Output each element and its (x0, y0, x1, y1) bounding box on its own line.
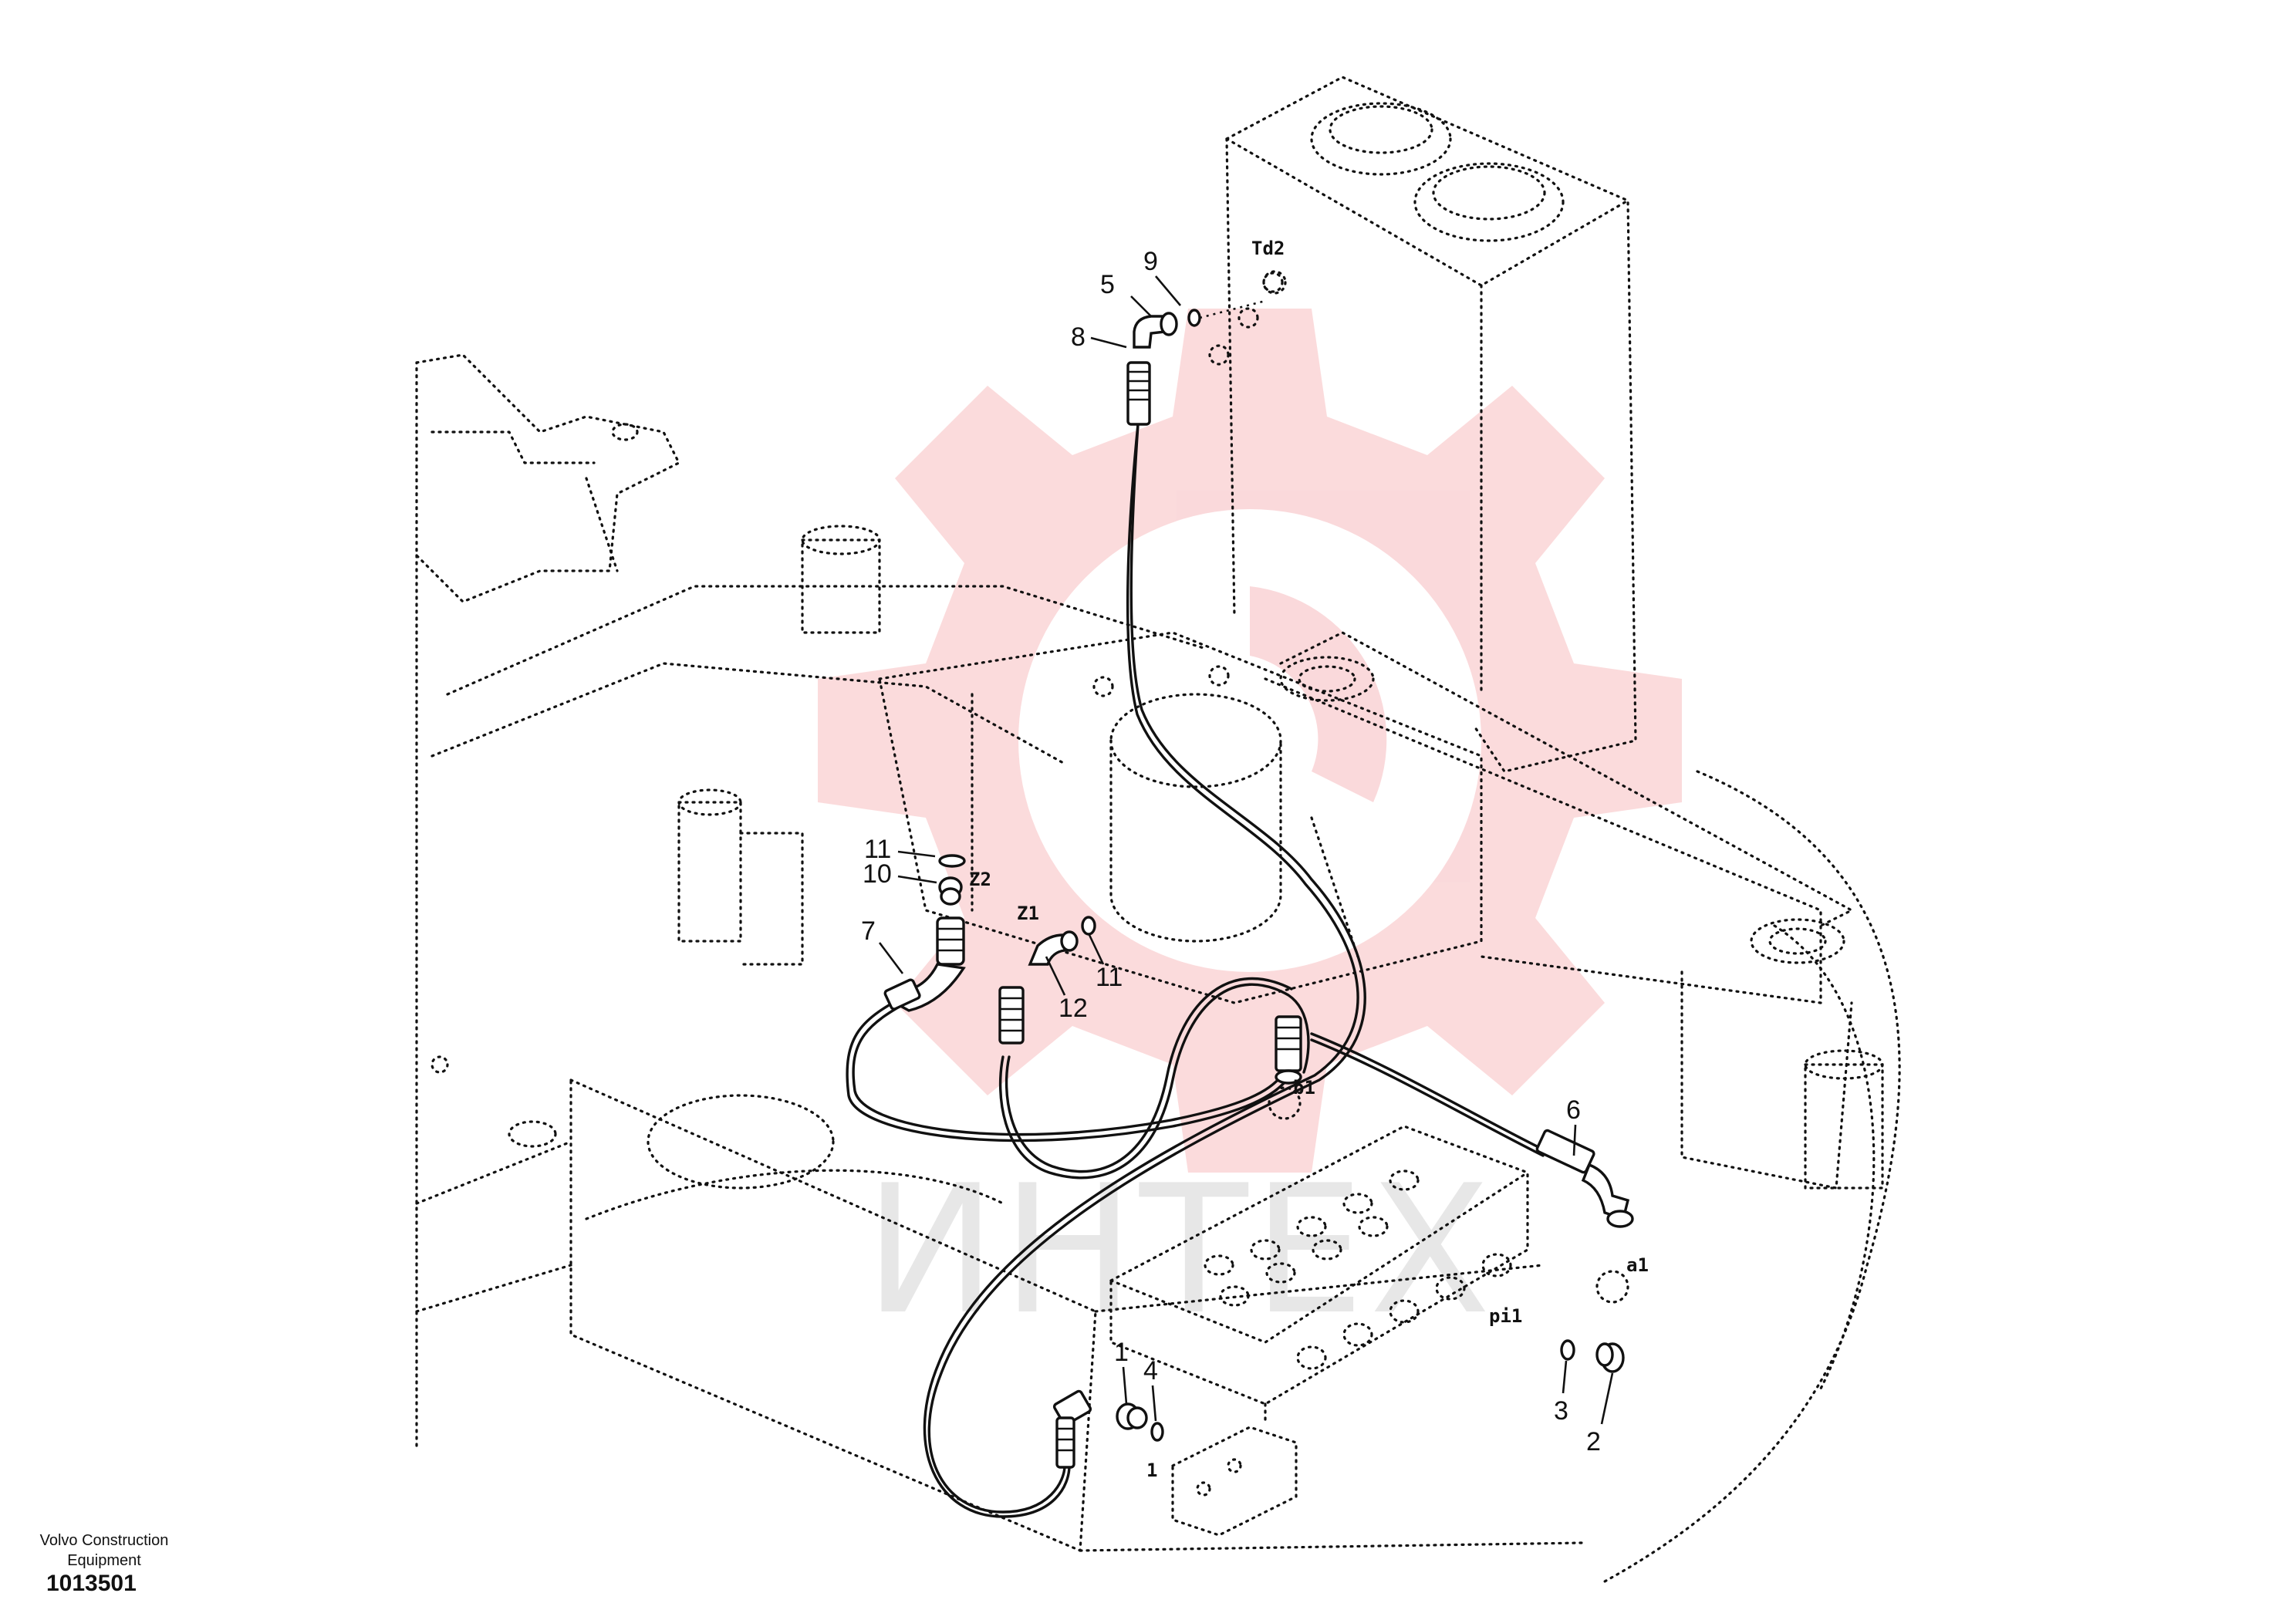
callouts: 5 9 8 11 10 7 11 12 6 1 4 3 2 (861, 247, 1614, 1456)
callout-2: 2 (1586, 1427, 1601, 1456)
callout-11-z1: 11 (1096, 963, 1123, 992)
port-label-td2: Td2 (1251, 238, 1285, 259)
hose-7 (846, 994, 1288, 1142)
watermark-gear-logo (818, 309, 1682, 1173)
port-labels: Td2 Z2 Z1 b1 a1 pi1 1 (969, 238, 1649, 1481)
callout-7: 7 (861, 916, 876, 946)
callout-5: 5 (1100, 270, 1115, 299)
valve-spool-row (1204, 1169, 1420, 1307)
oring-11-z1 (1081, 916, 1096, 936)
port-td2-marker (1262, 270, 1287, 295)
fitting-b1-hose-end (1275, 1015, 1302, 1085)
callout-1: 1 (1114, 1338, 1129, 1367)
port-a1-marker (1595, 1270, 1629, 1304)
port-label-b1: b1 (1293, 1077, 1315, 1099)
oring-3 (1560, 1339, 1575, 1361)
fitting-11-oring-top (938, 854, 966, 868)
control-valve-block (1109, 1125, 1529, 1537)
port-b1-marker (1268, 1086, 1302, 1120)
callout-4: 4 (1143, 1356, 1158, 1385)
hose-6 (1310, 1032, 1545, 1157)
footer-brand: Volvo Construction Equipment (39, 1532, 169, 1569)
callout-3: 3 (1554, 1396, 1568, 1426)
callout-8: 8 (1071, 322, 1086, 352)
fitting-pi1-hose-end (1052, 1389, 1092, 1469)
fitting-8-hose-end (1126, 361, 1151, 426)
callout-10: 10 (863, 859, 892, 889)
fitting-5-elbow (1133, 312, 1178, 349)
port-label-z2: Z2 (969, 869, 991, 890)
fitting-7-elbow (883, 916, 966, 1012)
fitting-10-adapter (938, 876, 963, 906)
oring-4 (1150, 1422, 1164, 1442)
port-label-pi1: pi1 (1489, 1305, 1522, 1327)
fitting-6-elbow (1535, 1129, 1634, 1228)
hose-z1 (998, 977, 1310, 1180)
plug-2 (1595, 1342, 1625, 1373)
fitting-12-hose-end (998, 986, 1025, 1045)
callout-6: 6 (1566, 1095, 1581, 1125)
upper-frame-structure (415, 76, 1901, 1583)
hose-long (923, 423, 1366, 1518)
callout-12: 12 (1059, 994, 1088, 1023)
fitting-1-adapter (1116, 1402, 1148, 1430)
port-label-z1: Z1 (1017, 903, 1039, 924)
fitting-z1-elbow (1028, 930, 1079, 966)
callout-11-top: 11 (864, 835, 891, 864)
valve-pilot-ports (1296, 1253, 1512, 1370)
callout-9: 9 (1143, 247, 1158, 276)
port-label-1: 1 (1146, 1460, 1157, 1481)
oring-9 (1187, 309, 1201, 327)
drawing-number: 1013501 (46, 1571, 137, 1596)
port-label-a1: a1 (1626, 1254, 1649, 1276)
